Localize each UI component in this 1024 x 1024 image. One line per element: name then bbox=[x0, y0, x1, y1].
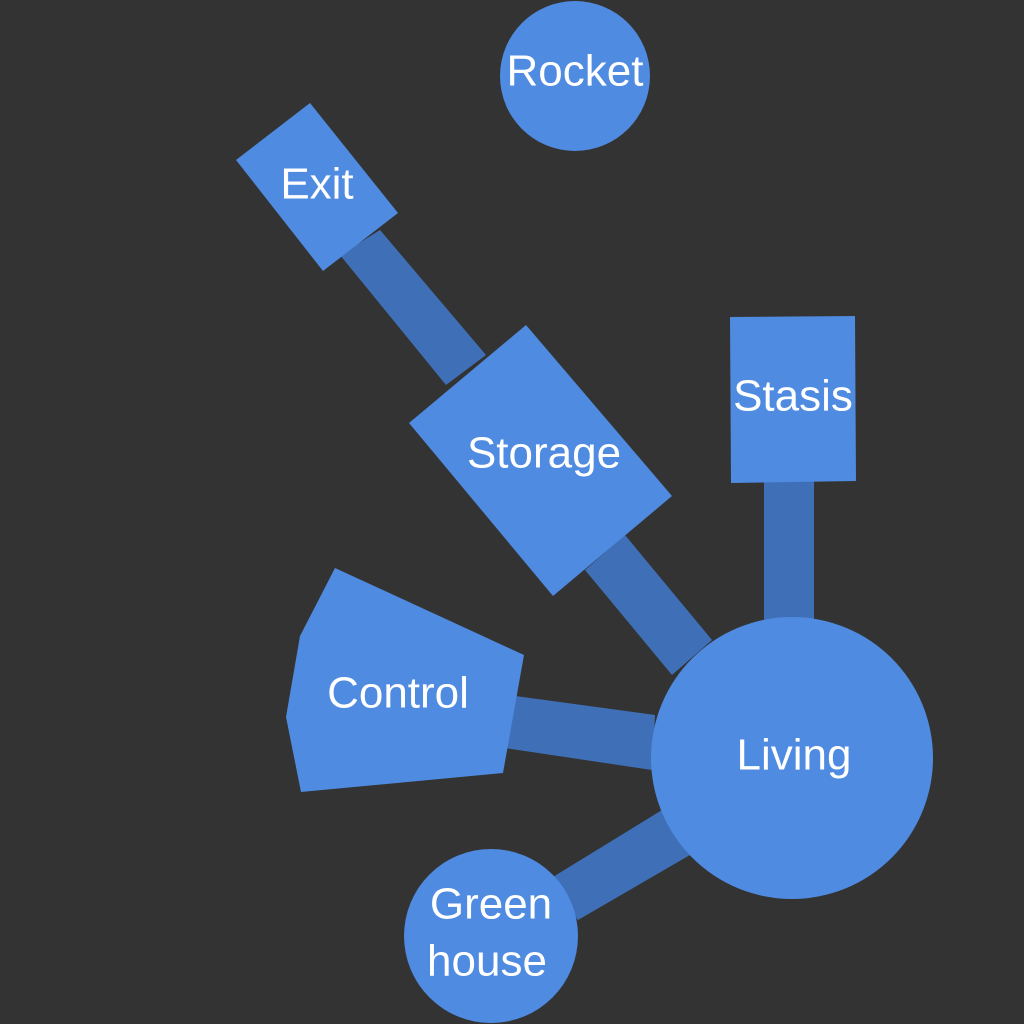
room-stasis-label: Stasis bbox=[733, 372, 853, 421]
room-exit-label: Exit bbox=[280, 160, 353, 209]
room-stasis[interactable] bbox=[730, 316, 856, 483]
corridors bbox=[340, 230, 814, 920]
room-control[interactable] bbox=[286, 568, 524, 792]
room-greenhouse[interactable] bbox=[404, 849, 578, 1023]
corridor-storage-living bbox=[585, 535, 712, 675]
room-rocket-label: Rocket bbox=[507, 47, 644, 96]
corridor-greenhouse-living bbox=[548, 810, 690, 920]
room-labels: Rocket Exit Storage Stasis Control Livin… bbox=[280, 47, 853, 986]
room-control-label: Control bbox=[327, 669, 469, 718]
corridor-exit-storage bbox=[340, 230, 486, 385]
room-living[interactable] bbox=[651, 617, 933, 899]
corridor-control-living bbox=[505, 695, 655, 770]
room-greenhouse-label-line2: house bbox=[427, 937, 547, 986]
room-storage[interactable] bbox=[409, 325, 672, 596]
room-exit[interactable] bbox=[236, 103, 398, 271]
room-storage-label: Storage bbox=[467, 429, 621, 478]
rooms bbox=[236, 1, 933, 1023]
corridor-stasis-living bbox=[764, 480, 814, 625]
room-living-label: Living bbox=[737, 731, 852, 780]
room-greenhouse-label-line1: Green bbox=[430, 880, 552, 929]
room-rocket[interactable] bbox=[500, 1, 650, 151]
